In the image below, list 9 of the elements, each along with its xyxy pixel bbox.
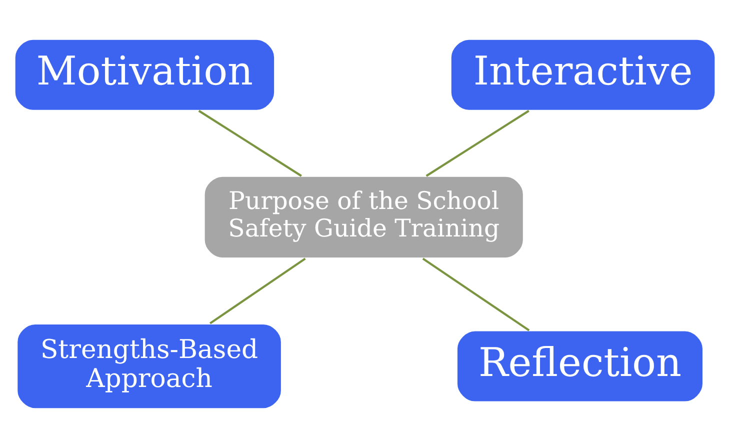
node-box: Interactive [450, 38, 716, 111]
connector [209, 257, 306, 324]
node-box: Purpose of the School Safety Guide Training [203, 174, 524, 258]
node-box: Strengths-Based Approach [16, 322, 282, 410]
node-box: Reflection [456, 329, 704, 402]
connector [198, 109, 302, 176]
connector [422, 257, 530, 331]
connector [426, 109, 530, 176]
node-box: Motivation [14, 38, 276, 111]
